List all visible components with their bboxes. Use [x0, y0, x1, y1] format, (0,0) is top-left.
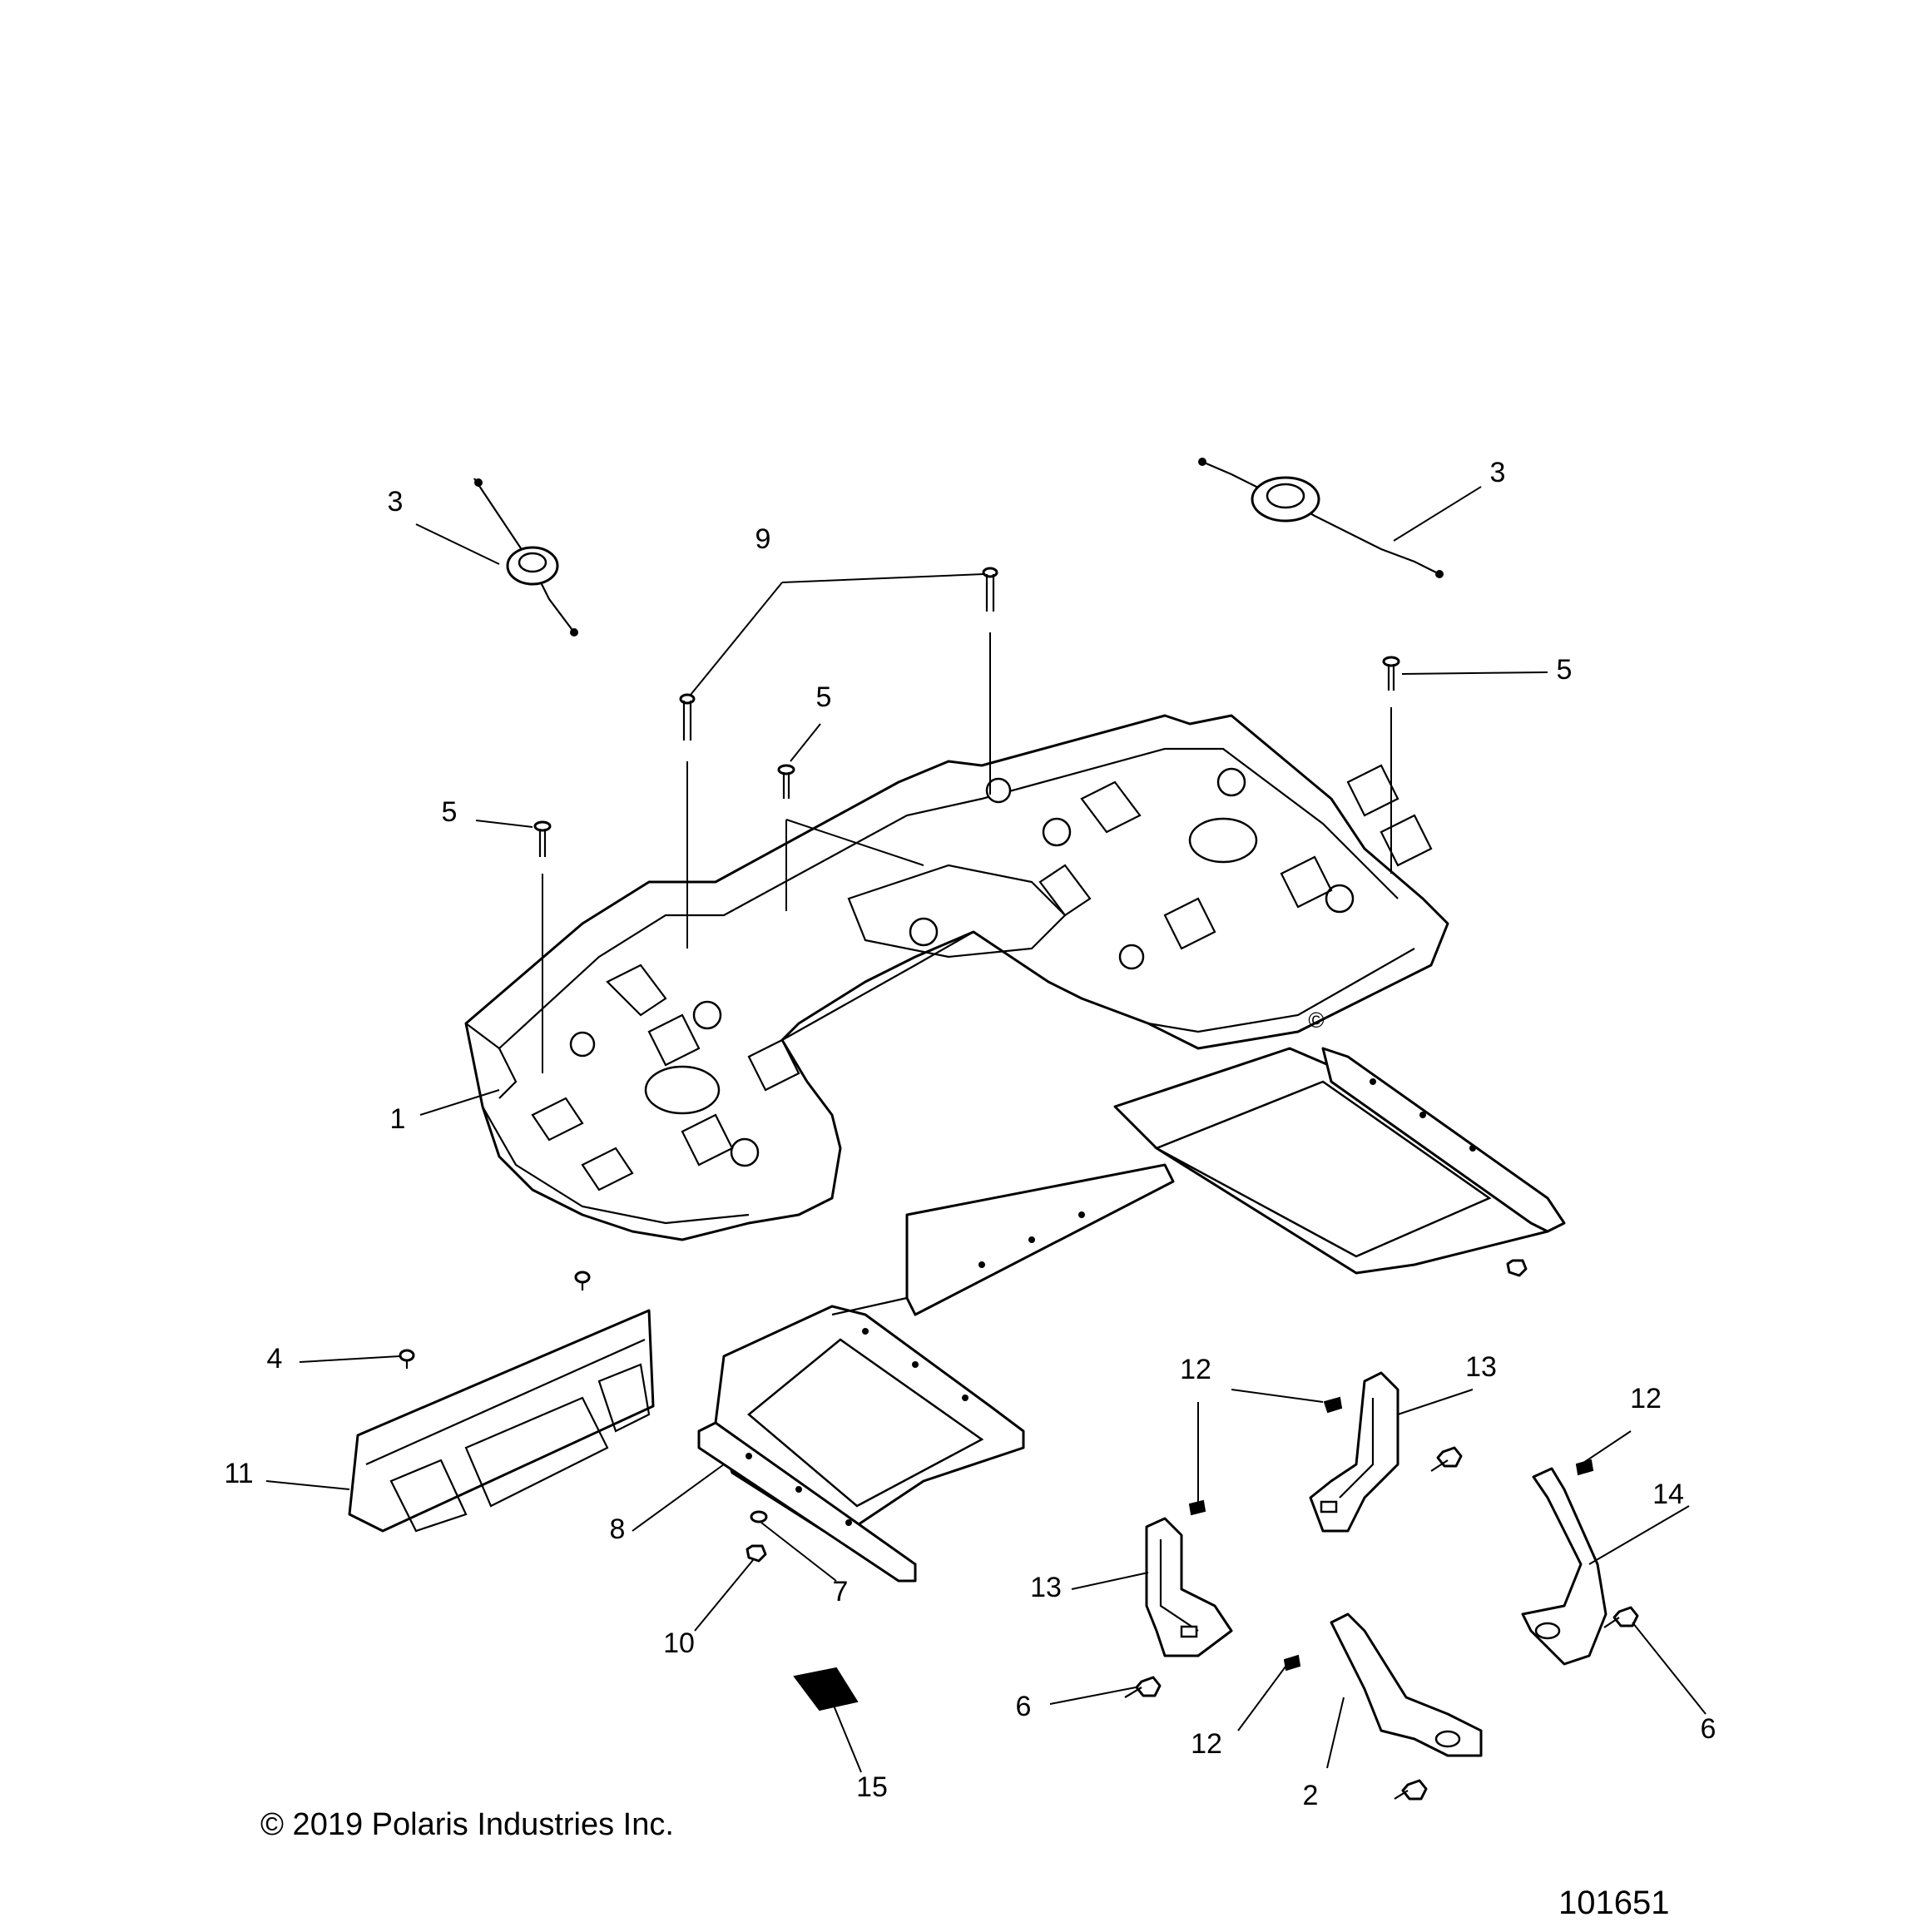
copyright-notice: © 2019 Polaris Industries Inc. — [260, 1807, 674, 1842]
leader-lines — [265, 486, 1707, 1773]
callout-2: 2 — [1303, 1780, 1319, 1811]
callout-15: 15 — [856, 1771, 888, 1803]
screw-5-left — [533, 820, 552, 857]
callout-5-center: 5 — [816, 681, 832, 713]
callout-6-right: 6 — [1701, 1713, 1717, 1745]
rack-platform — [464, 714, 1449, 1241]
bolt-9-right — [982, 567, 998, 612]
nut-10 — [746, 1544, 767, 1563]
callout-3-right: 3 — [1490, 457, 1506, 488]
callout-9: 9 — [755, 523, 771, 555]
rack-frame — [697, 1047, 1566, 1583]
push-pin-4 — [399, 1271, 591, 1369]
arm-14 — [1521, 1467, 1608, 1666]
nut-right — [1506, 1259, 1528, 1277]
center-symbol: © — [1308, 1008, 1324, 1033]
bolt-6-b — [1124, 1676, 1162, 1698]
callout-12-lower: 12 — [1191, 1728, 1222, 1760]
callout-labels: 1 2 3 3 4 5 5 5 6 6 7 8 9 10 11 12 12 12… — [224, 457, 1716, 1811]
rear-panel — [348, 1309, 655, 1533]
callout-12-right: 12 — [1630, 1383, 1662, 1414]
callout-7: 7 — [833, 1576, 849, 1608]
washer-7 — [750, 1510, 768, 1523]
bolt-6-a — [1430, 1446, 1463, 1472]
callout-10: 10 — [663, 1627, 695, 1659]
callout-14: 14 — [1652, 1479, 1684, 1510]
callout-8: 8 — [610, 1513, 626, 1545]
callout-4: 4 — [267, 1343, 283, 1375]
callout-13-upper: 13 — [1465, 1351, 1497, 1383]
clip-12-d — [1283, 1654, 1301, 1672]
bolt-9-left — [679, 693, 696, 741]
screw-5-center — [777, 764, 795, 799]
clip-12-b — [1188, 1499, 1206, 1516]
callout-5-right: 5 — [1557, 654, 1573, 686]
callout-3-left: 3 — [388, 486, 404, 518]
bracket-13-upper — [1309, 1371, 1399, 1533]
pad-15 — [793, 1667, 859, 1712]
callout-1: 1 — [390, 1103, 406, 1135]
callout-12-upper: 12 — [1180, 1354, 1211, 1385]
callout-5-left: 5 — [442, 796, 458, 828]
bolt-6-c — [1603, 1606, 1639, 1628]
arm-2 — [1330, 1612, 1483, 1757]
figure-id: 101651 — [1558, 1885, 1669, 1921]
grommet-left — [473, 478, 578, 637]
bracket-13-lower — [1145, 1517, 1233, 1657]
grommet-right — [1198, 458, 1444, 578]
clip-12-a — [1323, 1396, 1343, 1414]
callout-11: 11 — [224, 1458, 253, 1489]
callout-13-lower: 13 — [1030, 1572, 1062, 1603]
install-lines — [542, 632, 1392, 1073]
bolt-6-d — [1394, 1779, 1428, 1801]
screw-5-right — [1382, 656, 1400, 691]
callout-6-left: 6 — [1016, 1691, 1032, 1722]
